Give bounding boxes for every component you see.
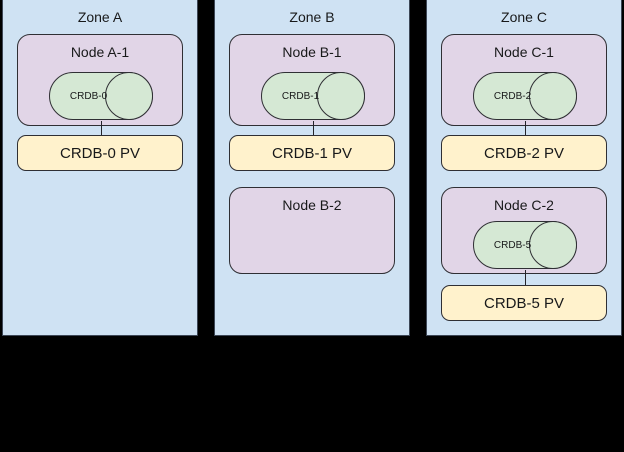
database-cylinder-crdb-0[interactable]: CRDB-0	[49, 72, 153, 120]
node-b-1[interactable]: Node B-1 CRDB-1	[229, 34, 395, 126]
database-cylinder-crdb-5[interactable]: CRDB-5	[473, 221, 577, 269]
connector-node-b-1-to-pv	[313, 121, 314, 137]
connector-node-c-1-to-pv	[525, 121, 526, 137]
pv-crdb-0-label: CRDB-0 PV	[59, 144, 141, 162]
connector-node-c-2-to-pv	[525, 270, 526, 285]
database-cylinder-crdb-1[interactable]: CRDB-1	[261, 72, 365, 120]
zone-b-title: Zone B	[289, 9, 335, 25]
zone-a-container[interactable]: Zone A Node A-1 CRDB-0 CRDB-0 PV	[2, 0, 198, 336]
pv-crdb-1[interactable]: CRDB-1 PV	[229, 135, 395, 171]
node-b-2-title: Node B-2	[282, 197, 342, 213]
zone-b-container[interactable]: Zone B Node B-1 CRDB-1 CRDB-1 PV Node B-…	[214, 0, 410, 336]
node-c-2[interactable]: Node C-2 CRDB-5	[441, 187, 607, 274]
database-cylinder-crdb-2[interactable]: CRDB-2	[473, 72, 577, 120]
zone-c-container[interactable]: Zone C Node C-1 CRDB-2 CRDB-2 PV Node C-…	[426, 0, 622, 336]
node-c-1-title: Node C-1	[494, 44, 554, 60]
node-c-1[interactable]: Node C-1 CRDB-2	[441, 34, 607, 126]
pv-crdb-0[interactable]: CRDB-0 PV	[17, 135, 183, 171]
pv-crdb-5-label: CRDB-5 PV	[483, 294, 565, 312]
connector-node-a-1-to-pv	[101, 121, 102, 137]
zone-a-title: Zone A	[77, 9, 123, 25]
node-c-2-title: Node C-2	[494, 197, 554, 213]
node-b-1-title: Node B-1	[282, 44, 342, 60]
pv-crdb-5[interactable]: CRDB-5 PV	[441, 285, 607, 321]
node-a-1[interactable]: Node A-1 CRDB-0	[17, 34, 183, 126]
node-b-2[interactable]: Node B-2	[229, 187, 395, 274]
node-a-1-title: Node A-1	[70, 44, 130, 60]
pv-crdb-2-label: CRDB-2 PV	[483, 144, 565, 162]
zone-c-title: Zone C	[501, 9, 547, 25]
pv-crdb-1-label: CRDB-1 PV	[271, 144, 353, 162]
pv-crdb-2[interactable]: CRDB-2 PV	[441, 135, 607, 171]
